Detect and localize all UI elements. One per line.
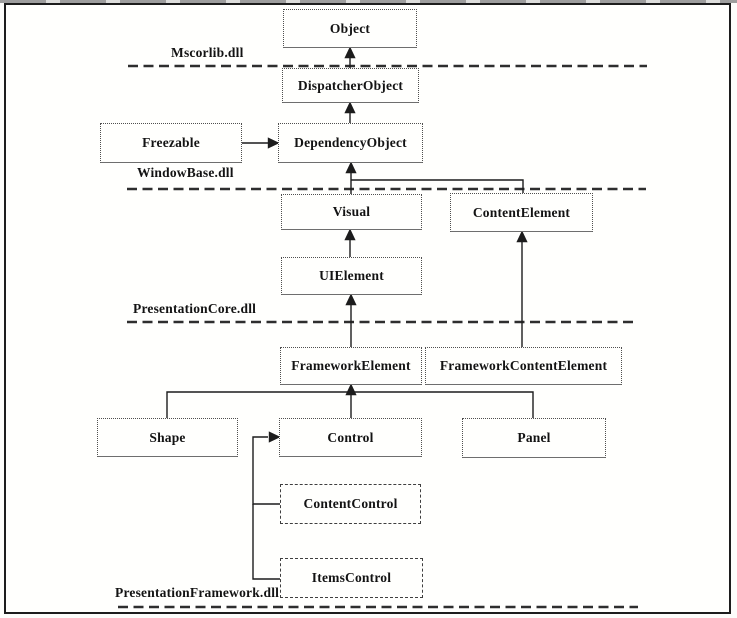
class-box-object-label: Object — [329, 20, 371, 36]
class-box-shape: Shape — [97, 418, 238, 457]
edge-visual-and-contentelement-to-dependencyobject — [345, 161, 524, 194]
class-box-framework-content-element: FrameworkContentElement — [425, 347, 622, 385]
class-box-panel-label: Panel — [517, 430, 551, 445]
assembly-label-presentationframework: PresentationFramework.dll — [115, 585, 280, 600]
assembly-label-presentationcore: PresentationCore.dll — [133, 301, 257, 316]
class-box-framework-content-element-label: FrameworkContentElement — [439, 358, 608, 373]
class-box-object: Object — [283, 9, 417, 48]
class-box-items-control: ItemsControl — [280, 558, 423, 598]
edge-shape-control-panel-to-frameworkelement — [166, 383, 534, 418]
class-box-framework-element-label: FrameworkElement — [291, 358, 411, 373]
edge-uielement-to-visual — [344, 228, 356, 257]
class-box-shape-label: Shape — [149, 429, 186, 445]
class-box-dependency-object-label: DependencyObject — [294, 135, 407, 150]
scan-artifact-top-edge — [0, 0, 737, 3]
class-box-content-control-label: ContentControl — [303, 496, 398, 511]
class-box-content-element: ContentElement — [450, 193, 593, 232]
class-box-content-control: ContentControl — [280, 484, 421, 524]
edge-contentcontrol-itemscontrol-to-control — [252, 431, 281, 580]
class-box-items-control-label: ItemsControl — [311, 570, 392, 585]
class-box-visual: Visual — [281, 194, 422, 230]
class-box-ui-element-label: UIElement — [319, 268, 384, 283]
edge-dependencyobject-to-dispatcherobject — [344, 101, 356, 123]
class-box-freezable-label: Freezable — [142, 135, 200, 150]
assembly-label-windowbase: WindowBase.dll — [137, 165, 234, 180]
edge-dispatcherobject-to-object — [344, 46, 356, 68]
class-box-visual-label: Visual — [332, 204, 371, 219]
class-box-dispatcher-object: DispatcherObject — [282, 68, 419, 103]
class-box-control: Control — [279, 418, 422, 457]
class-box-dispatcher-object-label: DispatcherObject — [297, 77, 404, 93]
class-box-freezable: Freezable — [100, 123, 242, 163]
assembly-label-mscorlib: Mscorlib.dll — [171, 45, 244, 60]
edge-frameworkcontentelement-to-contentelement — [516, 230, 528, 347]
edge-freezable-to-dependencyobject — [242, 137, 280, 149]
class-box-content-element-label: ContentElement — [472, 204, 571, 220]
class-box-dependency-object: DependencyObject — [278, 123, 423, 163]
class-box-ui-element: UIElement — [281, 257, 422, 295]
class-box-panel: Panel — [462, 418, 606, 458]
class-box-framework-element: FrameworkElement — [280, 347, 422, 385]
edge-frameworkelement-to-uielement — [345, 293, 357, 347]
class-box-control-label: Control — [327, 429, 374, 445]
